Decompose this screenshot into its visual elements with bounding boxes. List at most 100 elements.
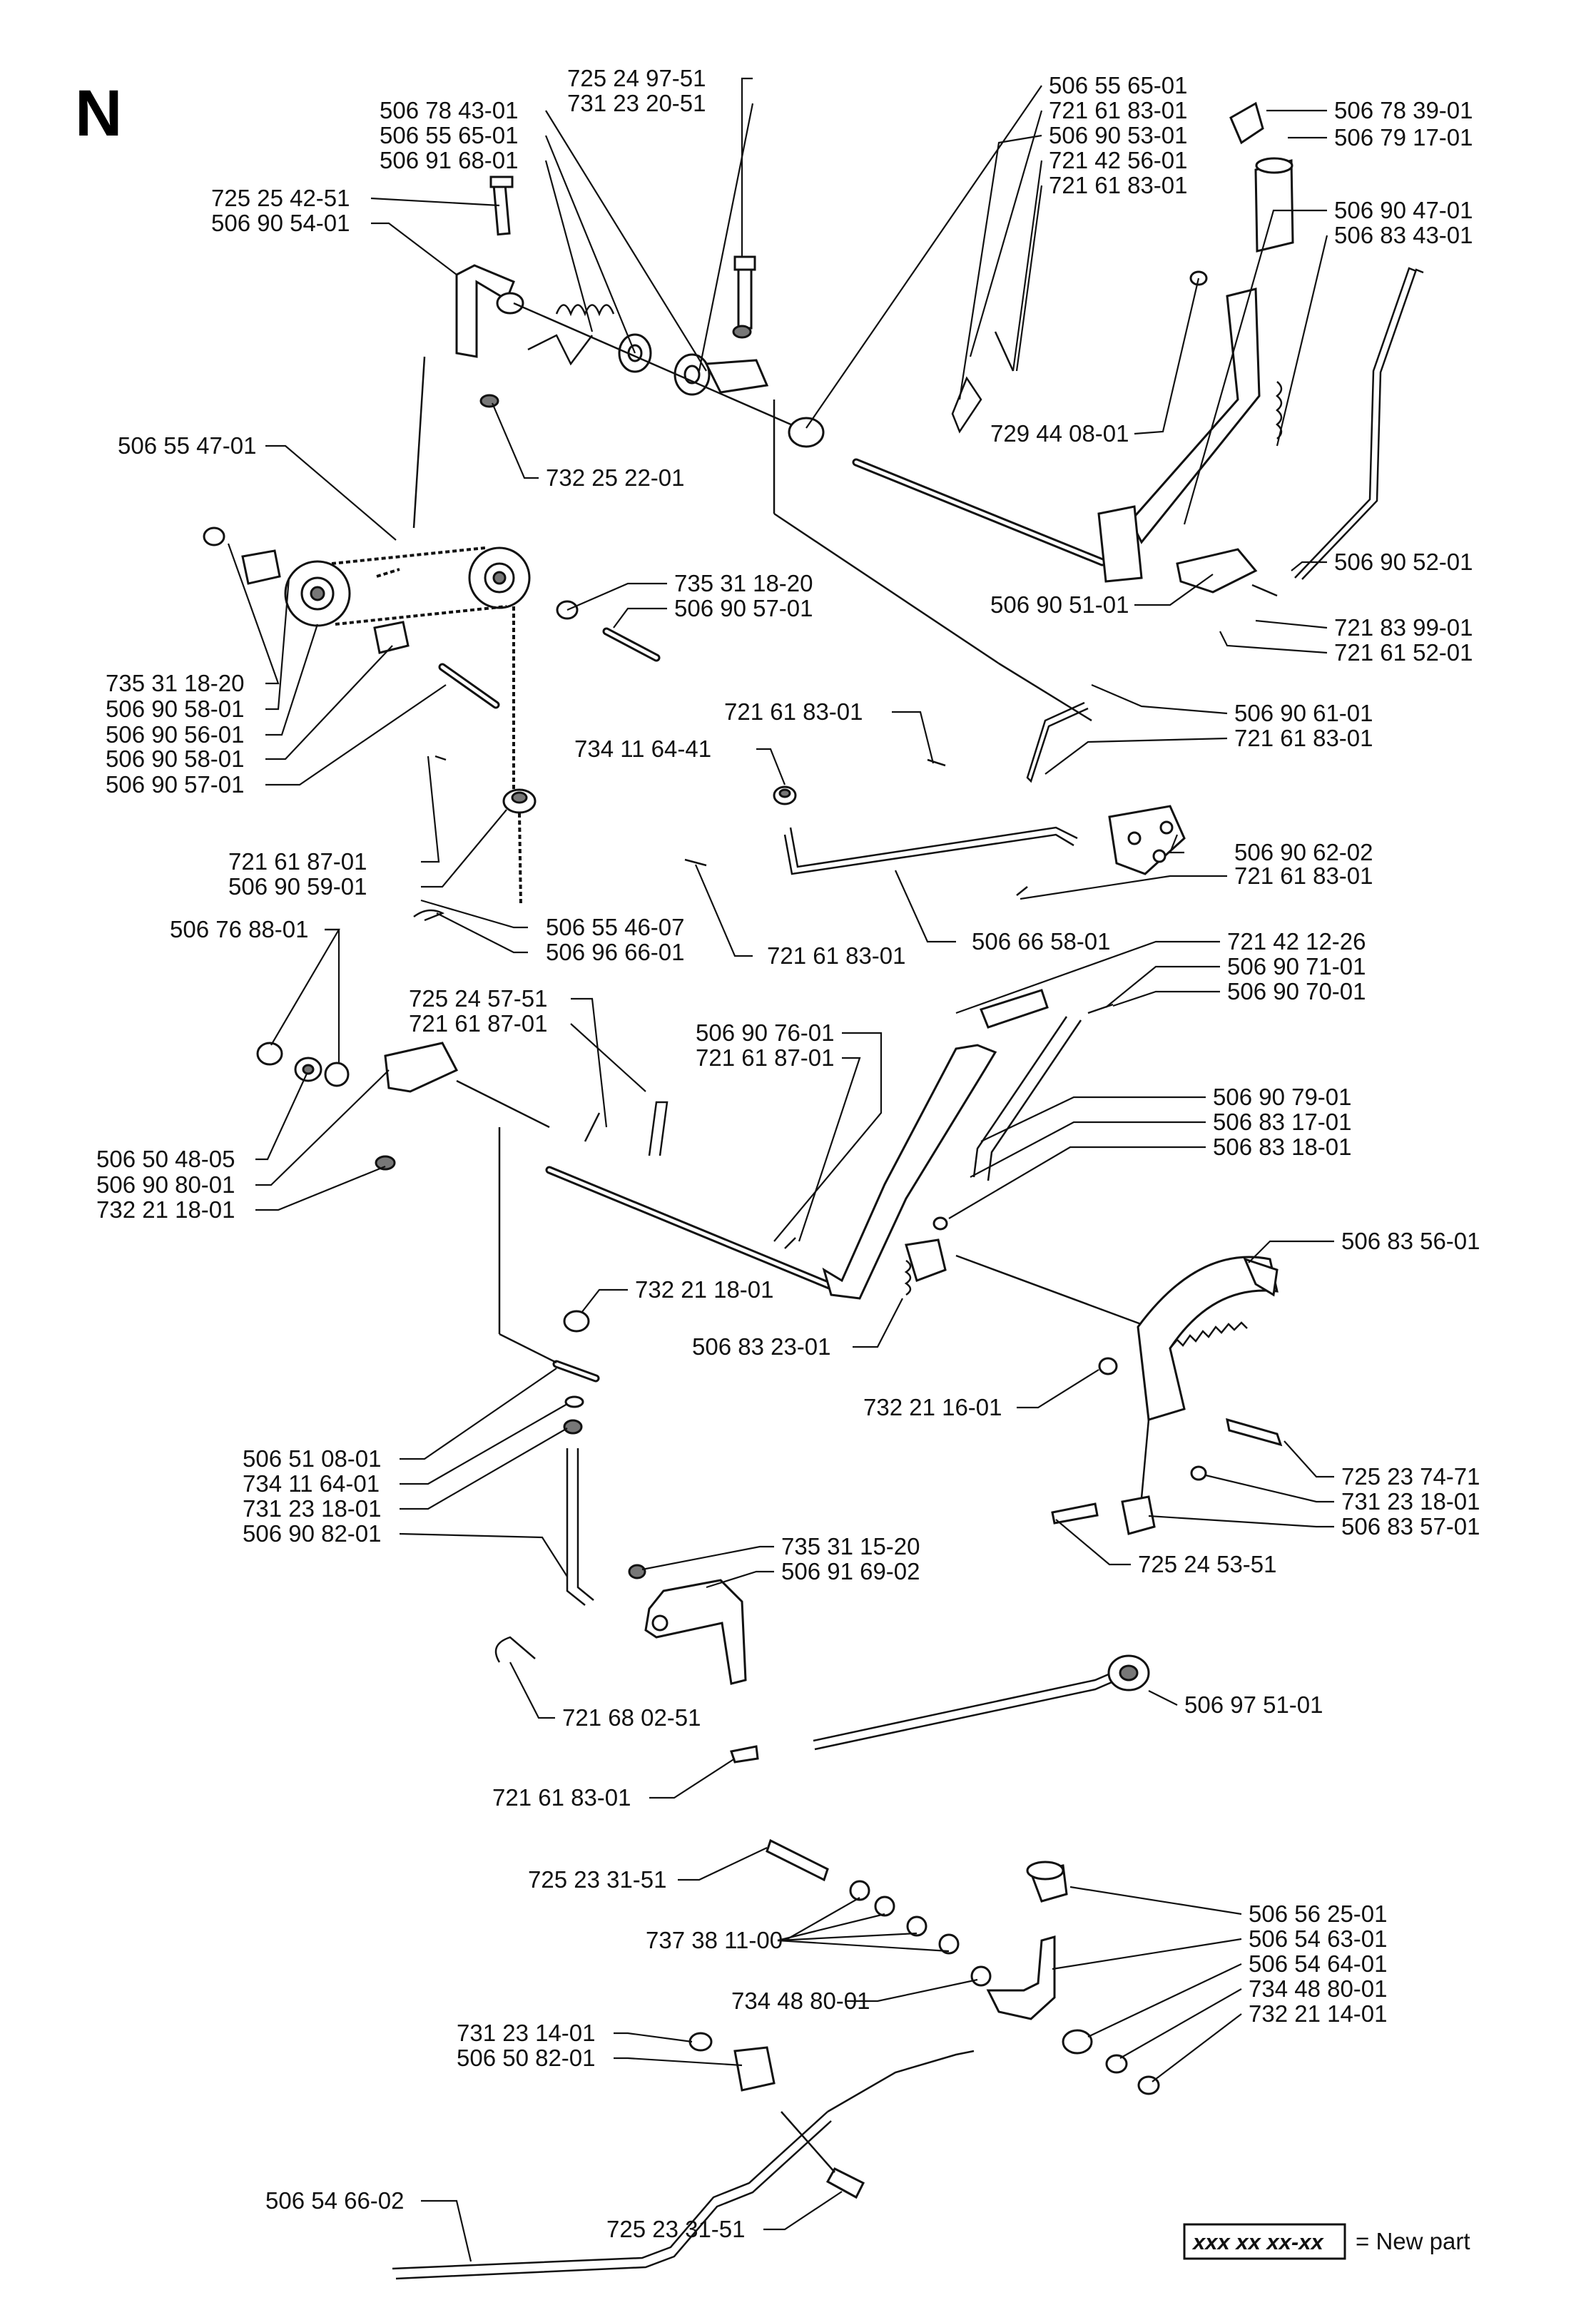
label-506-51-08-01: 506 51 08-01 xyxy=(243,1445,382,1472)
label-506-90-57-01: 506 90 57-01 xyxy=(674,595,813,621)
label-506-55-65-01-b: 506 55 65-01 xyxy=(1049,72,1188,98)
control-rod xyxy=(730,1654,1150,1764)
label-721-61-83-01: 721 61 83-01 xyxy=(1049,97,1188,123)
label-506-91-69-02: 506 91 69-02 xyxy=(781,1558,920,1584)
label-506-78-43-01: 506 78 43-01 xyxy=(380,97,519,123)
parts-artwork xyxy=(203,101,1424,2280)
legend: xxx xx xx-xx = New part xyxy=(1183,2223,1470,2260)
label-506-55-47-01: 506 55 47-01 xyxy=(118,432,257,459)
label-506-56-25-01: 506 56 25-01 xyxy=(1249,1901,1388,1927)
upper-lever xyxy=(951,101,1294,583)
label-506-90-61-01: 721 61 83-01 xyxy=(1234,725,1373,751)
label-721-61-83-01-d: 506 90 61-01 xyxy=(1234,700,1373,726)
middle-linkage xyxy=(684,701,1186,896)
label-735-31-18-20: 735 31 18-20 xyxy=(674,570,813,596)
label-721-61-83-01-b: 721 61 83-01 xyxy=(1049,172,1188,198)
label-725-24-97-51: 725 24 97-51 xyxy=(567,65,706,91)
label-731-23-18-01-b: 731 23 18-01 xyxy=(1341,1488,1480,1515)
label-506-90-80-01: 506 90 80-01 xyxy=(96,1171,235,1198)
bell-crank xyxy=(628,1564,747,1685)
label-721-61-83-01-c: 721 61 83-01 xyxy=(724,698,863,725)
label-506-83-56-01: 506 83 56-01 xyxy=(1341,1228,1480,1254)
label-725-23-74-71: 725 23 74-71 xyxy=(1341,1463,1480,1490)
label-725-24-57-51: 725 24 57-51 xyxy=(409,985,548,1012)
label-731-23-14-01: 731 23 14-01 xyxy=(457,2020,596,2046)
label-506-90-52-01: 506 90 52-01 xyxy=(1334,549,1473,575)
label-737-38-11-00: 737 38 11-00 xyxy=(646,1927,783,1953)
legend-text: = New part xyxy=(1356,2228,1470,2254)
label-734-11-64-01: 734 11 64-01 xyxy=(243,1470,380,1497)
label-721-42-12-26: 721 42 12-26 xyxy=(1227,928,1366,955)
label-506-97-51-01: 506 97 51-01 xyxy=(1184,1691,1323,1718)
label-721-68-02-51: 721 68 02-51 xyxy=(562,1704,701,1731)
vertical-link xyxy=(494,1127,600,1663)
label-506-91-68-01: 506 91 68-01 xyxy=(380,147,519,173)
label-721-61-83-01-e: 721 61 83-01 xyxy=(1234,863,1373,889)
label-506-90-59-01: 506 90 59-01 xyxy=(228,873,367,900)
label-506-78-39-01: 506 78 39-01 xyxy=(1334,97,1473,123)
label-506-54-66-02: 506 54 66-02 xyxy=(265,2187,405,2214)
label-506-96-66-01: 506 96 66-01 xyxy=(546,939,685,965)
right-link-rod xyxy=(1176,267,1424,597)
label-506-90-79-01: 506 90 79-01 xyxy=(1213,1084,1352,1110)
label-721-61-87-01: 721 61 87-01 xyxy=(228,848,367,875)
label-735-31-15-20: 735 31 15-20 xyxy=(781,1533,920,1559)
label-506-90-54-01: 506 90 54-01 xyxy=(211,210,350,236)
label-506-90-47-01: 506 90 47-01 xyxy=(1334,197,1473,223)
label-732-21-18-01-b: 732 21 18-01 xyxy=(635,1276,774,1303)
bottom-assembly xyxy=(392,1838,1160,2280)
label-731-23-20-51: 731 23 20-51 xyxy=(567,90,706,116)
label-506-90-58-01: 506 90 58-01 xyxy=(106,696,245,722)
label-506-90-71-01: 506 90 71-01 xyxy=(1227,953,1366,980)
label-729-44-08-01: 729 44 08-01 xyxy=(990,420,1129,447)
label-734-48-80-01-b: 734 48 80-01 xyxy=(731,1988,870,2014)
label-506-83-43-01: 506 83 43-01 xyxy=(1334,222,1473,248)
pulley-assembly xyxy=(203,356,661,922)
label-506-90-58-01-b: 506 90 58-01 xyxy=(106,746,245,772)
label-725-23-31-51-b: 725 23 31-51 xyxy=(606,2216,746,2242)
legend-code: xxx xx xx-xx xyxy=(1191,2229,1324,2254)
label-506-90-82-01: 506 90 82-01 xyxy=(243,1520,382,1547)
label-506-54-63-01: 506 54 63-01 xyxy=(1249,1925,1388,1952)
label-506-83-17-01: 506 83 17-01 xyxy=(1213,1109,1352,1135)
sector-plate xyxy=(1051,1256,1283,1535)
label-721-61-87-01-b: 721 61 87-01 xyxy=(409,1010,548,1037)
label-506-83-57-01: 506 83 57-01 xyxy=(1341,1513,1480,1540)
label-721-61-83-01-f: 721 61 83-01 xyxy=(767,942,906,969)
label-506-83-18-01: 506 83 18-01 xyxy=(1213,1134,1352,1160)
label-721-83-99-01: 721 83 99-01 xyxy=(1334,614,1473,641)
label-734-11-64-41: 734 11 64-41 xyxy=(574,736,711,762)
label-506-83-23-01: 506 83 23-01 xyxy=(692,1333,831,1360)
label-506-55-46-07: 506 55 46-07 xyxy=(546,914,685,940)
label-732-25-22-01: 732 25 22-01 xyxy=(546,464,685,491)
lower-shaft-assembly xyxy=(256,989,1149,1328)
upper-shaft xyxy=(513,302,1107,722)
label-721-61-83-01-g: 721 61 83-01 xyxy=(492,1784,631,1811)
label-506-90-62-02: 506 90 62-02 xyxy=(1234,839,1373,865)
label-506-79-17-01: 506 79 17-01 xyxy=(1334,124,1473,151)
top-bracket-assembly xyxy=(455,175,769,408)
label-721-42-56-01: 721 42 56-01 xyxy=(1049,147,1188,173)
label-725-23-31-51: 725 23 31-51 xyxy=(528,1866,667,1893)
part-labels: 725 24 97-51 731 23 20-51 506 78 43-01 5… xyxy=(96,65,1480,2242)
label-506-50-82-01: 506 50 82-01 xyxy=(457,2045,596,2071)
label-732-21-18-01: 732 21 18-01 xyxy=(96,1196,235,1223)
label-734-48-80-01: 734 48 80-01 xyxy=(1249,1975,1388,2002)
label-506-90-76-01: 506 90 76-01 xyxy=(696,1019,835,1046)
label-506-50-48-05: 506 50 48-05 xyxy=(96,1146,235,1172)
label-506-55-65-01: 506 55 65-01 xyxy=(380,122,519,148)
label-506-90-53-01: 506 90 53-01 xyxy=(1049,122,1188,148)
label-721-61-87-01-c: 721 61 87-01 xyxy=(696,1044,835,1071)
label-506-66-58-01: 506 66 58-01 xyxy=(972,928,1111,955)
label-506-90-51-01: 506 90 51-01 xyxy=(990,591,1129,618)
label-732-21-16-01: 732 21 16-01 xyxy=(863,1394,1002,1420)
label-735-31-18-20-b: 735 31 18-20 xyxy=(106,670,245,696)
legend-box xyxy=(1183,2223,1346,2260)
label-725-25-42-51: 725 25 42-51 xyxy=(211,185,350,211)
label-506-90-56-01: 506 90 56-01 xyxy=(106,721,245,748)
section-letter: N xyxy=(75,77,122,150)
label-506-54-64-01: 506 54 64-01 xyxy=(1249,1950,1388,1977)
label-731-23-18-01: 731 23 18-01 xyxy=(243,1495,382,1522)
leader-lines xyxy=(227,77,1334,2262)
